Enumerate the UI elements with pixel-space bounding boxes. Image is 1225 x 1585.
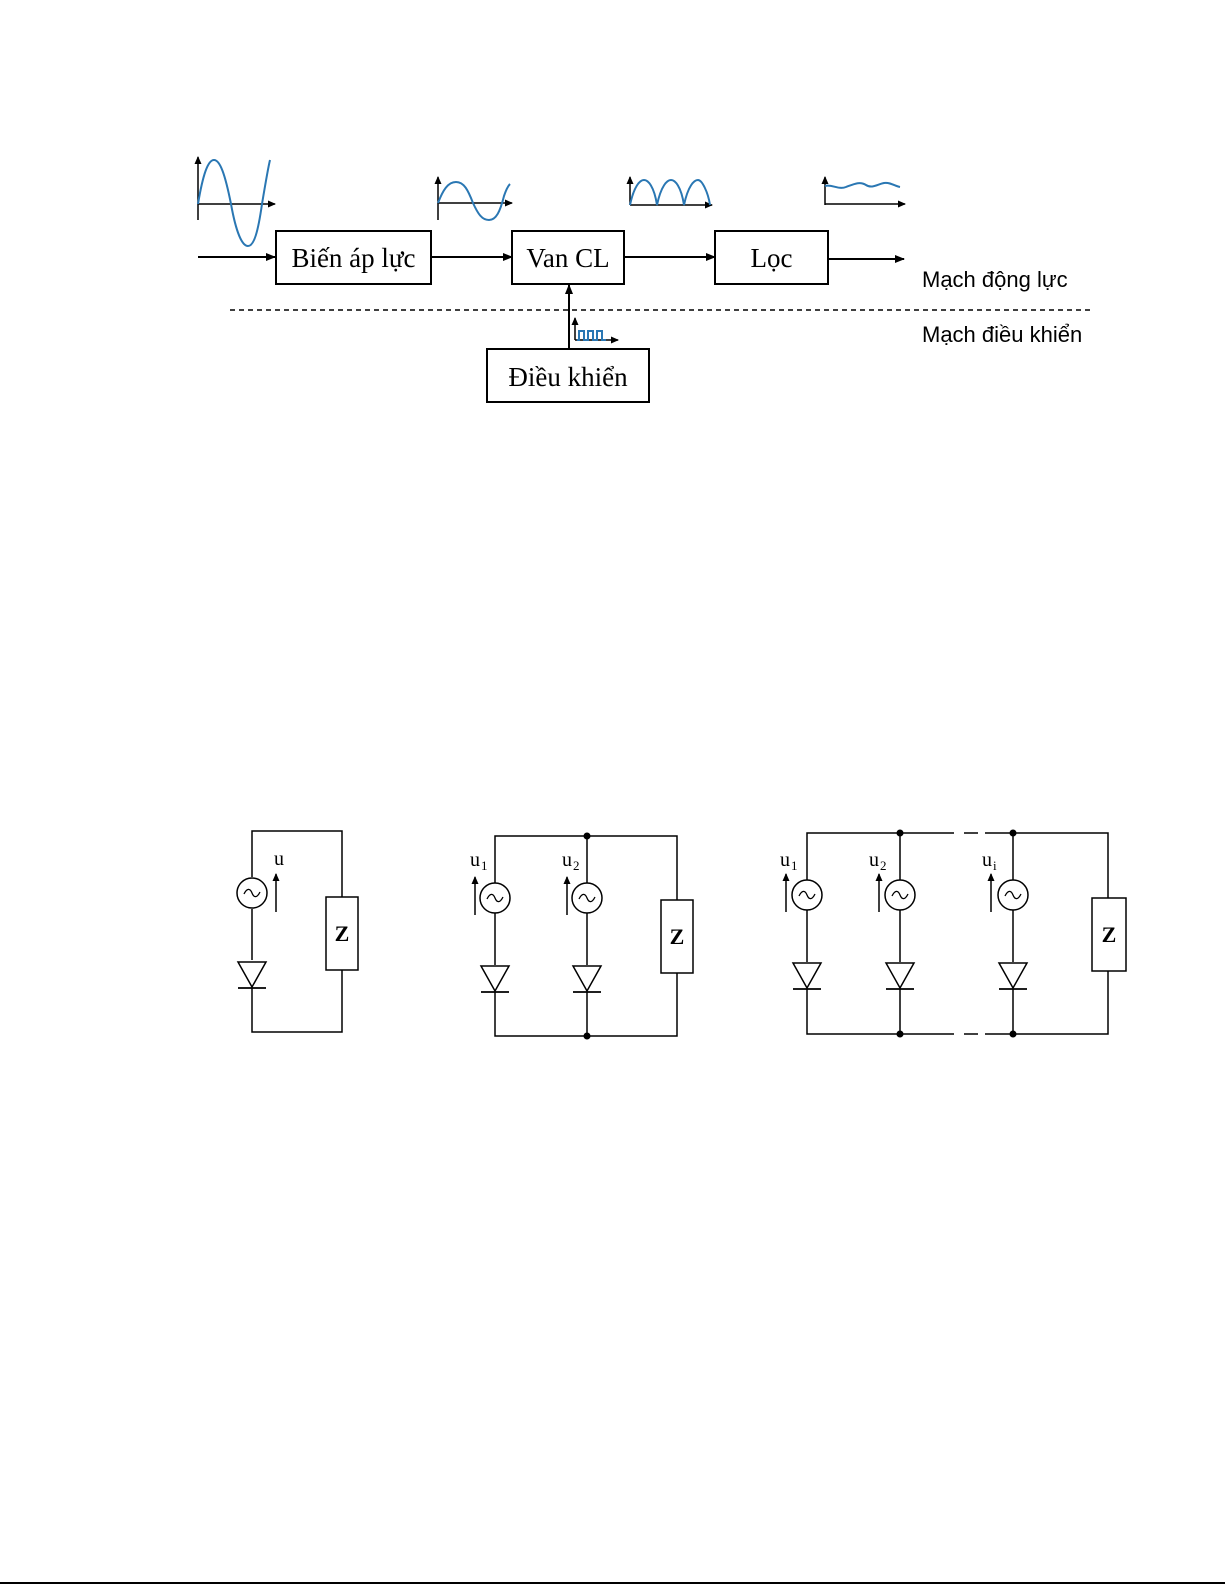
junction-dot [1010, 830, 1017, 837]
diode-2 [573, 966, 601, 992]
bottom-wire [252, 970, 342, 1032]
page-bottom-rule [0, 1582, 1225, 1584]
junction-dot [1010, 1031, 1017, 1038]
single-source-circuit: u Z [237, 831, 358, 1032]
voltage-label-i: u i [982, 849, 997, 873]
input-waveform-plot [198, 157, 275, 246]
junction-dot [584, 1033, 591, 1040]
ac-source-1 [792, 880, 822, 910]
sine-wave [438, 182, 510, 220]
pulse-waveform [575, 318, 618, 340]
valve-block: Van CL [512, 231, 624, 284]
junction-dot [897, 1031, 904, 1038]
svg-text:i: i [993, 858, 997, 873]
multi-source-circuit: u 1 u 2 u i Z [780, 830, 1126, 1038]
ac-source-2 [885, 880, 915, 910]
svg-text:1: 1 [481, 858, 488, 873]
sine-wave [198, 160, 270, 246]
filter-block: Lọc [715, 231, 828, 284]
control-block: Điều khiển [487, 349, 649, 402]
control-circuit-label: Mạch điều khiển [922, 322, 1082, 347]
load-label: Z [670, 924, 685, 949]
svg-text:u: u [780, 849, 790, 871]
svg-text:u: u [562, 849, 572, 871]
pulse-train [577, 331, 606, 340]
voltage-label: u [274, 848, 284, 870]
transformer-label: Biến áp lực [291, 243, 415, 273]
svg-text:u: u [869, 849, 879, 871]
load-z: Z [661, 900, 693, 973]
diode-1 [481, 966, 509, 992]
block-diagram: Biến áp lực Van CL Lọc Mạch động lực Mạc… [198, 157, 1090, 402]
valve-label: Van CL [526, 243, 609, 273]
voltage-label-2: u 2 [562, 849, 580, 873]
double-source-circuit: u 1 u 2 Z [470, 833, 693, 1040]
ac-source-i [998, 880, 1028, 910]
junction-dot [897, 830, 904, 837]
load-label: Z [1102, 922, 1117, 947]
filter-label: Lọc [751, 243, 793, 273]
bottom-wire-right [985, 971, 1108, 1034]
load-z: Z [326, 897, 358, 970]
voltage-label-1: u 1 [780, 849, 798, 873]
svg-text:u: u [470, 849, 480, 871]
ac-source-2 [572, 883, 602, 913]
control-label: Điều khiển [508, 362, 628, 392]
power-circuit-label: Mạch động lực [922, 267, 1068, 292]
svg-text:2: 2 [573, 858, 580, 873]
voltage-label-1: u 1 [470, 849, 488, 873]
ac-source-1 [480, 883, 510, 913]
load-label: Z [335, 921, 350, 946]
load-z: Z [1092, 898, 1126, 971]
diode-1 [793, 963, 821, 989]
rectified-wave [630, 180, 710, 205]
filtered-waveform [825, 177, 905, 205]
diode-2 [886, 963, 914, 989]
diode [238, 962, 266, 988]
svg-text:2: 2 [880, 858, 887, 873]
ac-source [237, 878, 267, 908]
transformer-block: Biến áp lực [276, 231, 431, 284]
rectified-waveform [630, 177, 712, 205]
bottom-wire-left [807, 989, 940, 1034]
transformer-output-waveform [438, 177, 512, 220]
junction-dot [584, 833, 591, 840]
svg-text:1: 1 [791, 858, 798, 873]
diode-i [999, 963, 1027, 989]
svg-text:u: u [982, 849, 992, 871]
voltage-label-2: u 2 [869, 849, 887, 873]
dc-ripple-wave [825, 183, 900, 188]
